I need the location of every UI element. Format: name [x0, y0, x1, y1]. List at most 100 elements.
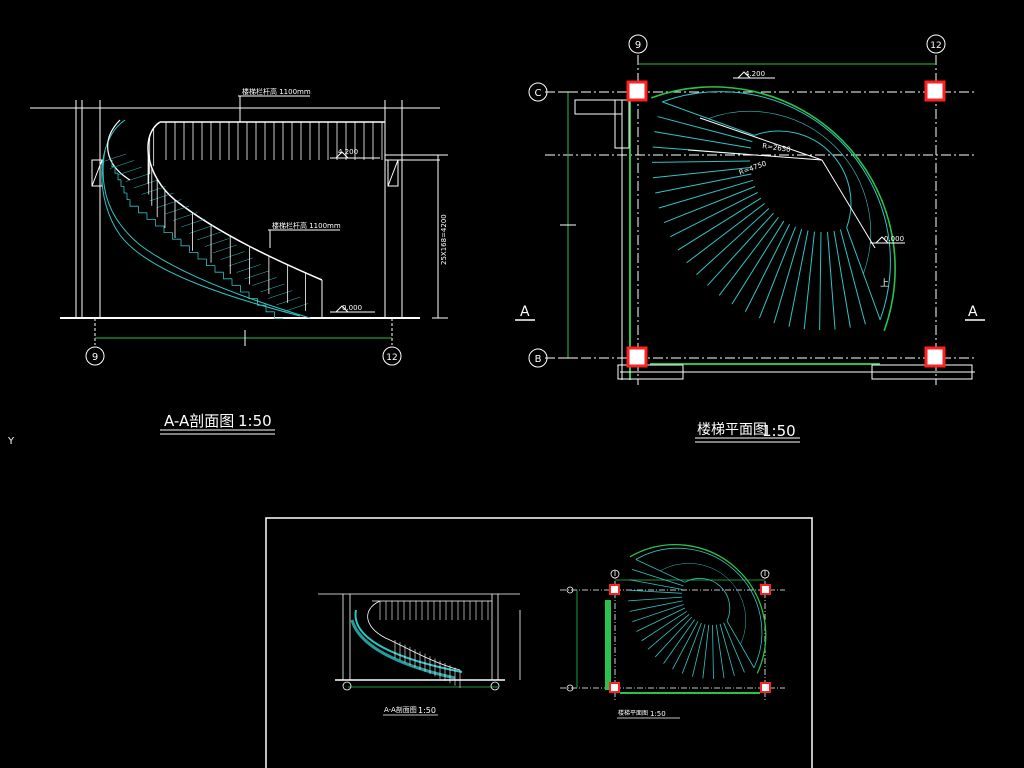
axis-12-plan-label: 12: [930, 41, 941, 51]
wall-block-bottom-right: [871, 364, 973, 380]
tread-line: [141, 186, 166, 195]
column-b9: [626, 346, 648, 368]
plan-upper-level-label: 4.200: [745, 70, 765, 78]
axis-bubble-9-section: [85, 346, 105, 366]
thumbnail-border: [265, 517, 813, 768]
tread: [773, 228, 803, 324]
tread-line: [173, 212, 198, 221]
tread: [744, 224, 790, 312]
radius-inner-label: R=2650: [762, 142, 791, 154]
tread-line: [165, 205, 190, 215]
tread-line: [196, 231, 222, 241]
tread-line: [236, 264, 261, 273]
cursor-mark: Y: [7, 436, 15, 447]
tread-line: [276, 296, 301, 306]
inner-arc: [684, 577, 731, 622]
plan-title: 楼梯平面图: [697, 422, 767, 438]
tread: [718, 217, 779, 296]
tread: [632, 604, 684, 623]
tread: [663, 186, 756, 224]
tread-line: [181, 218, 206, 228]
stair-step-profile: [101, 153, 309, 319]
wall-block-bottom-left: [617, 364, 684, 380]
axis-bubble-c: [528, 82, 548, 102]
tread: [663, 619, 696, 664]
tread: [654, 616, 693, 658]
tread-line: [212, 244, 237, 254]
thumb-plan: [560, 569, 785, 719]
upper-level-label: 4.200: [338, 148, 358, 156]
outer-arc: [635, 547, 763, 668]
outer-arc: [662, 91, 891, 320]
thumb-spiral-stair: [628, 543, 767, 679]
plan-columns: [626, 80, 946, 368]
section-view: [30, 95, 448, 435]
plan-view: [515, 34, 985, 443]
tread: [712, 624, 714, 679]
stair-balusters: [147, 128, 323, 318]
tread: [706, 212, 774, 286]
tread-line: [133, 179, 158, 189]
tread-line: [149, 192, 174, 202]
axis-bubble-9-plan: [628, 34, 648, 54]
tread-line: [157, 199, 182, 208]
radius-arrow-inner: [699, 117, 823, 161]
tread-line: [244, 270, 269, 280]
tread: [681, 622, 702, 674]
tread: [839, 229, 866, 325]
tread: [641, 611, 688, 642]
thumb-section-title: A-A剖面图: [384, 705, 417, 714]
tread-line: [125, 173, 150, 182]
outer-rail-arc: [650, 86, 896, 332]
tread: [652, 160, 751, 163]
tread: [670, 192, 758, 238]
tread: [662, 101, 755, 136]
tread-line: [220, 251, 245, 260]
thumb-plan-scale: 1:50: [650, 710, 666, 718]
tread: [631, 569, 684, 587]
axis-9-section-label: 9: [92, 352, 98, 363]
inner-arc: [754, 130, 852, 228]
tread: [819, 231, 822, 330]
tread: [731, 220, 785, 305]
tread-line: [204, 238, 229, 247]
tread: [677, 197, 762, 251]
axis-12-section-label: 12: [386, 353, 397, 363]
tread: [686, 203, 765, 264]
right-beam-section: [387, 159, 399, 187]
outer-rail-arc: [629, 543, 767, 674]
step-profile: [111, 160, 283, 319]
tread: [657, 116, 753, 143]
tread-line: [117, 166, 142, 176]
lower-railing-label: 楼梯栏杆高 1100mm: [272, 221, 341, 230]
tread: [702, 624, 710, 679]
tread: [628, 589, 683, 594]
section-mark-right: A: [968, 304, 978, 320]
section-title: A-A剖面图: [164, 412, 234, 430]
tread: [696, 208, 770, 276]
tread-line: [284, 303, 309, 312]
walk-line: [660, 563, 747, 645]
walk-line: [708, 111, 871, 274]
tread: [654, 131, 752, 149]
plan-scale: 1:50: [762, 422, 796, 440]
tread: [672, 621, 699, 670]
axis-b-label: B: [535, 354, 542, 365]
tread: [655, 173, 752, 194]
tread-line: [109, 160, 134, 169]
tread: [652, 167, 751, 179]
tread-line: [228, 257, 253, 267]
axis-bubble-b: [528, 348, 548, 368]
axis-c-label: C: [535, 88, 542, 99]
tread: [719, 623, 735, 677]
radius-arrow-outer: [687, 149, 823, 161]
section-mark-left: A: [520, 304, 530, 320]
tread-line: [260, 283, 285, 293]
upper-railing-label: 楼梯栏杆高 1100mm: [242, 87, 311, 96]
vertical-dimension-label: 25X168=4200: [440, 214, 448, 265]
tread-line: [252, 277, 277, 286]
thumb-columns: [609, 584, 771, 693]
tread: [715, 624, 725, 679]
tread: [726, 620, 755, 668]
